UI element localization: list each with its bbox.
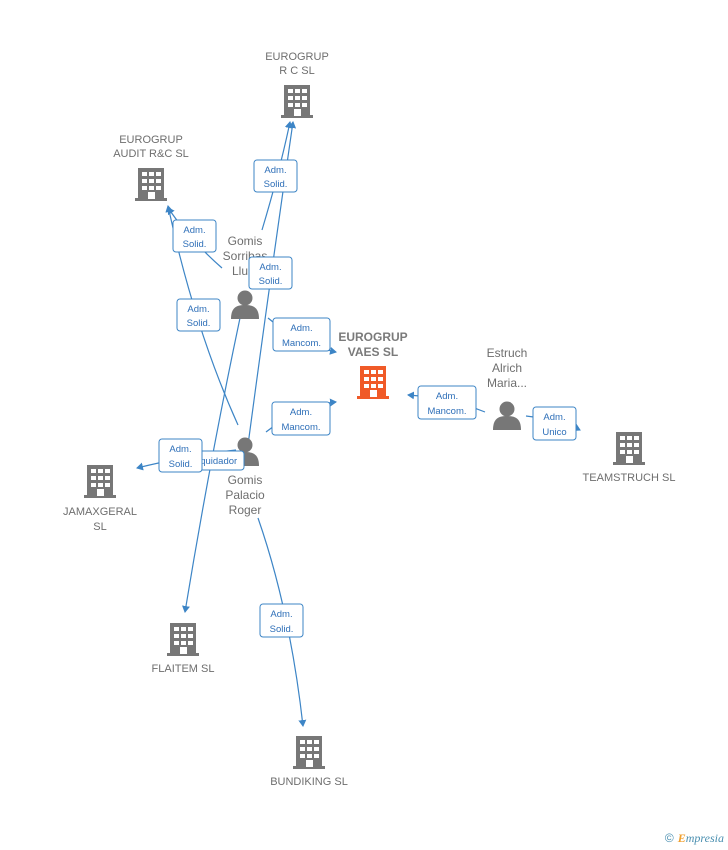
svg-text:Adm.Solid.: Adm. Solid. (259, 262, 283, 287)
building-icon (281, 85, 313, 118)
edge-label-adm-solid[interactable]: Adm. Solid. (259, 603, 304, 638)
svg-text:Adm.Solid.: Adm. Solid. (169, 444, 193, 470)
company-label: R C SL (279, 65, 314, 77)
building-icon (357, 366, 389, 399)
edge-label-adm-solid[interactable]: Adm. Solid. (253, 159, 298, 193)
company-label: AUDIT R&C SL (113, 148, 189, 160)
edge-label-adm-solid[interactable]: Adm. Solid. (158, 438, 203, 473)
edge-label-text: Mancom. (281, 422, 320, 433)
edge-label-text: Solid. (169, 459, 193, 470)
edge-label-text: Adm. (259, 262, 281, 273)
empresia-logo: ©Empresia (665, 831, 724, 846)
building-icon (613, 432, 645, 465)
building-icon (84, 465, 116, 498)
person-icon (493, 401, 521, 430)
company-label: EUROGRUP (338, 330, 407, 344)
company-node-teamstruch[interactable]: TEAMSTRUCH SL (583, 432, 676, 484)
brand-name: mpresia (685, 831, 724, 845)
svg-text:Adm.Mancom.: Adm. Mancom. (281, 407, 320, 433)
company-node-jamaxgeral[interactable]: JAMAXGERAL SL (63, 465, 137, 533)
company-label: EUROGRUP (119, 134, 183, 146)
edge-label-adm-solid[interactable]: Adm. Solid. (172, 219, 217, 253)
person-icon (231, 290, 259, 319)
svg-text:Adm.Solid.: Adm. Solid. (270, 609, 294, 635)
edge-label-text: Solid. (187, 318, 211, 329)
edge-label-text: Liquidador (193, 456, 237, 467)
company-node-eurogrup-audit[interactable]: EUROGRUP AUDIT R&C SL (113, 134, 189, 201)
company-node-flaitem[interactable]: FLAITEM SL (152, 623, 215, 675)
company-label: JAMAXGERAL (63, 506, 137, 518)
company-node-eurogrup-rc[interactable]: EUROGRUP R C SL (265, 51, 329, 118)
svg-text:Adm.Mancom.: Adm. Mancom. (427, 391, 466, 417)
company-label: SL (93, 521, 106, 533)
edge-label-text: Adm. (436, 391, 458, 402)
edge-label-text: Solid. (183, 239, 207, 250)
person-label: Gomis (228, 234, 263, 248)
person-label: Maria... (487, 376, 527, 390)
edge-label-text: Solid. (270, 624, 294, 635)
edge-label-text: Adm. (183, 225, 205, 236)
edge-label-text: Adm. (169, 444, 191, 455)
edge-label-adm-unico[interactable]: Adm. Unico (532, 406, 577, 441)
edge-label-adm-mancom[interactable]: Adm. Mancom. (271, 401, 331, 436)
company-label: VAES SL (348, 345, 398, 359)
building-icon (293, 736, 325, 769)
edge-label-text: Solid. (259, 276, 283, 287)
svg-text:Adm.Solid.: Adm. Solid. (183, 225, 207, 250)
svg-text:TEAMSTRUCH SL: TEAMSTRUCH SL (583, 472, 676, 484)
edge-label-text: Adm. (270, 609, 292, 620)
svg-text:Adm.Solid.: Adm. Solid. (187, 304, 211, 329)
svg-text:Adm.Solid.: Adm. Solid. (264, 165, 288, 190)
svg-text:Adm.Mancom.: Adm. Mancom. (282, 323, 321, 349)
company-label: EUROGRUP (265, 51, 329, 63)
person-label: Palacio (225, 488, 265, 502)
svg-text:Adm.Unico: Adm. Unico (542, 412, 566, 438)
person-label: Alrich (492, 361, 522, 375)
edge-label-adm-mancom[interactable]: Adm. Mancom. (272, 317, 331, 352)
edge-label-text: Unico (542, 427, 566, 438)
copyright-symbol: © (664, 831, 674, 845)
edge-label-text: Adm. (290, 407, 312, 418)
edge-label-adm-mancom[interactable]: Adm. Mancom. (417, 385, 477, 420)
brand-initial: E (677, 831, 686, 845)
edge-label-adm-solid[interactable]: Adm. Solid. (248, 256, 293, 290)
person-label: Gomis (228, 473, 263, 487)
company-label: FLAITEM SL (152, 663, 215, 675)
edge-label-text: Mancom. (427, 406, 466, 417)
company-label: BUNDIKING SL (270, 776, 348, 788)
edge-label-text: Adm. (543, 412, 565, 423)
edge-label-text: Adm. (264, 165, 286, 176)
svg-text:Liquidador: Liquidador (193, 456, 237, 467)
edge-label-adm-solid[interactable]: Adm. Solid. (176, 298, 221, 332)
edge-label-text: Adm. (187, 304, 209, 315)
company-node-bundiking[interactable]: BUNDIKING SL (270, 736, 348, 788)
building-icon (135, 168, 167, 201)
person-label: Roger (229, 503, 262, 517)
person-label: Estruch (487, 346, 528, 360)
svg-text:FLAITEM SL: FLAITEM SL (152, 663, 215, 675)
edge-label-text: Mancom. (282, 338, 321, 349)
building-icon (167, 623, 199, 656)
edge-label-text: Solid. (264, 179, 288, 190)
edge-label-text: Adm. (290, 323, 312, 334)
company-label: TEAMSTRUCH SL (583, 472, 676, 484)
svg-text:BUNDIKING SL: BUNDIKING SL (270, 776, 348, 788)
